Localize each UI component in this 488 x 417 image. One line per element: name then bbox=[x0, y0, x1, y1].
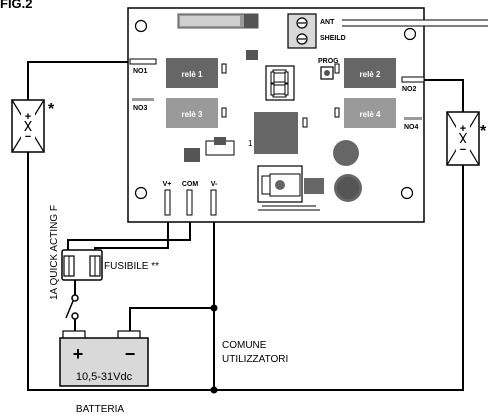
common-label-line1: COMUNE bbox=[222, 340, 267, 351]
no3-label: NO3 bbox=[133, 105, 148, 112]
mounting-hole bbox=[403, 27, 417, 41]
wires bbox=[27, 61, 464, 391]
no1-pin bbox=[129, 58, 157, 65]
relay-2 bbox=[344, 58, 396, 88]
battery-voltage: 10,5-31Vdc bbox=[76, 371, 133, 383]
wire-load-left-bottom bbox=[27, 152, 464, 391]
vplus-pin bbox=[164, 189, 171, 216]
receiver-board: ANT SHEILD relè 1 relè 2 relè 3 relè 4 bbox=[127, 7, 488, 223]
battery: + − 10,5-31Vdc bbox=[59, 330, 149, 387]
relay-2-label: relè 2 bbox=[360, 70, 381, 79]
load-left-minus: − bbox=[25, 131, 31, 143]
power-jack bbox=[257, 165, 324, 211]
relay-4-label: relè 4 bbox=[360, 110, 381, 119]
load-left-plus: + bbox=[25, 111, 31, 123]
switch bbox=[65, 294, 79, 320]
fuse-side-label: 1A QUICK ACTING F bbox=[49, 205, 60, 300]
com-pin bbox=[186, 189, 193, 216]
no4-label: NO4 bbox=[404, 124, 419, 131]
no2-pin bbox=[401, 76, 425, 83]
no2-label: NO2 bbox=[402, 86, 417, 93]
wire-vminus-battery bbox=[129, 215, 215, 338]
junction-dot-bottom bbox=[210, 386, 218, 394]
battery-minus: − bbox=[125, 344, 136, 364]
no1-label: NO1 bbox=[133, 68, 148, 75]
shield-label: SHEILD bbox=[320, 35, 346, 42]
vminus-label: V- bbox=[211, 181, 218, 188]
battery-plus: + bbox=[73, 344, 84, 364]
junction-dot-top bbox=[210, 304, 218, 312]
mounting-hole bbox=[134, 186, 148, 200]
load-left-asterisk: * bbox=[48, 101, 55, 118]
load-right-minus: − bbox=[460, 144, 466, 156]
prog-label: PROG bbox=[318, 58, 339, 65]
mounting-hole bbox=[400, 186, 414, 200]
load-right: + − * bbox=[446, 111, 487, 166]
common-label-line2: UTILIZZATORI bbox=[222, 354, 288, 365]
seven-segment-display bbox=[265, 65, 295, 101]
wire-com-fuse bbox=[67, 215, 191, 258]
relay-1 bbox=[166, 58, 218, 88]
wire-no2-load-right bbox=[424, 79, 464, 112]
mounting-hole bbox=[134, 19, 148, 33]
wire-no1-load-left bbox=[27, 61, 130, 100]
load-right-asterisk: * bbox=[480, 123, 487, 140]
microcontroller-chip bbox=[254, 112, 298, 154]
com-label: COM bbox=[182, 181, 199, 188]
fuse-label: FUSIBILE ** bbox=[104, 261, 159, 272]
figure-label: FIG.2 bbox=[0, 0, 33, 11]
capacitor bbox=[333, 140, 359, 166]
vplus-label: V+ bbox=[163, 181, 172, 188]
vminus-pin bbox=[210, 189, 217, 216]
battery-caption: BATTERIA bbox=[76, 404, 124, 415]
relay-3 bbox=[166, 98, 218, 128]
load-left: + − * bbox=[11, 99, 55, 153]
pin-one-marker: 1 bbox=[248, 139, 253, 148]
fuse-holder bbox=[61, 249, 103, 281]
load-right-plus: + bbox=[460, 123, 466, 135]
ant-label: ANT bbox=[320, 19, 335, 26]
relay-3-label: relè 3 bbox=[182, 110, 203, 119]
relay-4 bbox=[344, 98, 396, 128]
relay-1-label: relè 1 bbox=[182, 70, 203, 79]
